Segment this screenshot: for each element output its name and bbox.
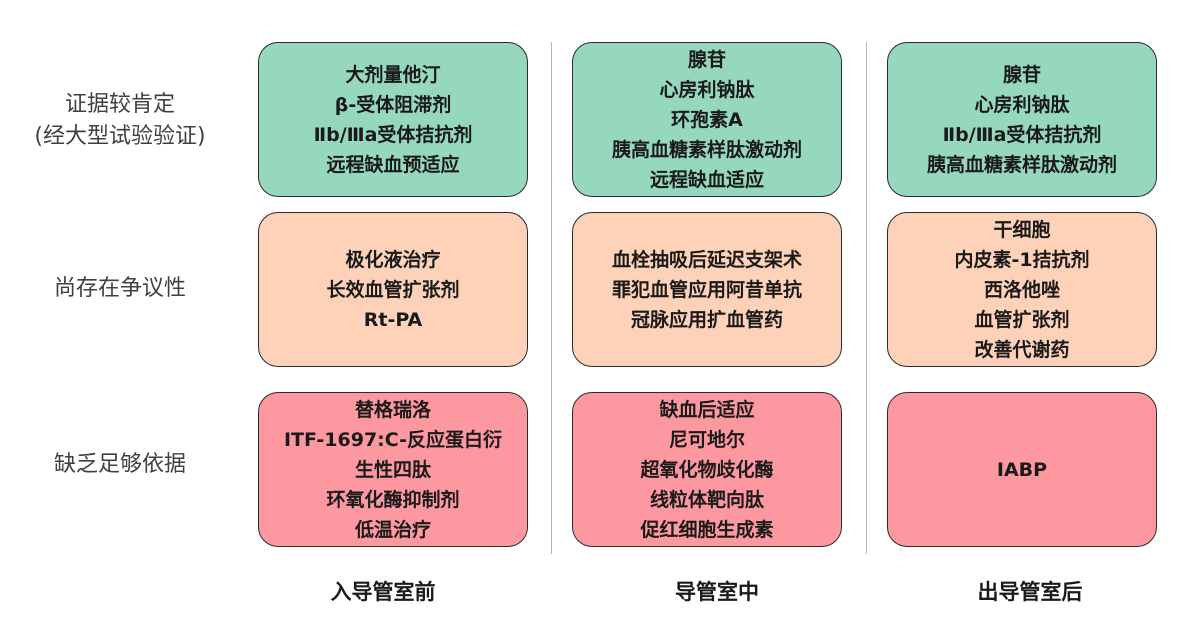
treatment-item: 替格瑞洛 (354, 398, 431, 421)
column-label-pre-cathlab: 入导管室前 (330, 580, 436, 604)
treatment-item: 远程缺血适应 (649, 168, 764, 191)
treatment-item: 心房利钠肽 (974, 93, 1070, 116)
treatment-item: 血栓抽吸后延迟支架术 (611, 248, 802, 271)
treatment-item: Rt-PA (363, 308, 423, 331)
treatment-item: 心房利钠肽 (659, 78, 755, 101)
treatment-item: Ⅱb/Ⅲa受体拮抗剂 (942, 123, 1102, 146)
cell-controversial-post-cathlab: 干细胞 内皮素-1拮抗剂 西洛他唑 血管扩张剂 改善代谢药 (887, 212, 1157, 367)
cell-insufficient-post-cathlab: IABP (887, 392, 1157, 547)
treatment-item: 促红细胞生成素 (640, 518, 774, 541)
treatment-item: ITF-1697:C-反应蛋白衍 (283, 428, 503, 451)
row-label-confirmed: 证据较肯定 (经大型试验验证) (0, 86, 240, 156)
treatment-item: 血管扩张剂 (974, 308, 1070, 331)
treatment-item: 胰高血糖素样肽激动剂 (926, 153, 1117, 176)
treatment-item: 生性四肽 (354, 458, 431, 481)
treatment-item: 罪犯血管应用阿昔单抗 (611, 278, 802, 301)
column-label-post-cathlab: 出导管室后 (977, 580, 1083, 604)
row-label-controversial: 尚存在争议性 (0, 270, 240, 308)
treatment-item: 缺血后适应 (659, 398, 755, 421)
treatment-item: 干细胞 (993, 218, 1051, 241)
cell-confirmed-post-cathlab: 腺苷 心房利钠肽 Ⅱb/Ⅲa受体拮抗剂 胰高血糖素样肽激动剂 (887, 42, 1157, 197)
column-label-in-cathlab: 导管室中 (675, 580, 759, 604)
column-divider (551, 42, 552, 554)
row-label-line: 尚存在争议性 (53, 276, 186, 301)
cell-insufficient-pre-cathlab: 替格瑞洛 ITF-1697:C-反应蛋白衍 生性四肽 环氧化酶抑制剂 低温治疗 (258, 392, 528, 547)
cell-controversial-pre-cathlab: 极化液治疗 长效血管扩张剂 Rt-PA (258, 212, 528, 367)
treatment-item: 线粒体靶向肽 (649, 488, 764, 511)
treatment-item: 西洛他唑 (983, 278, 1060, 301)
treatment-item: 冠脉应用扩血管药 (630, 308, 783, 331)
treatment-item: β-受体阻滞剂 (334, 93, 452, 116)
treatment-item: 环孢素A (671, 108, 743, 131)
row-label-insufficient: 缺乏足够依据 (0, 446, 240, 484)
treatment-item: 长效血管扩张剂 (326, 278, 460, 301)
column-divider (866, 42, 867, 554)
treatment-item: 极化液治疗 (345, 248, 441, 271)
row-label-line: (经大型试验验证) (34, 124, 206, 149)
row-label-line: 缺乏足够依据 (53, 452, 186, 477)
cell-insufficient-in-cathlab: 缺血后适应 尼可地尔 超氧化物歧化酶 线粒体靶向肽 促红细胞生成素 (572, 392, 842, 547)
cell-confirmed-in-cathlab: 腺苷 心房利钠肽 环孢素A 胰高血糖素样肽激动剂 远程缺血适应 (572, 42, 842, 197)
treatment-item: 低温治疗 (354, 518, 431, 541)
treatment-item: 超氧化物歧化酶 (640, 458, 774, 481)
cell-controversial-in-cathlab: 血栓抽吸后延迟支架术 罪犯血管应用阿昔单抗 冠脉应用扩血管药 (572, 212, 842, 367)
treatment-item: 胰高血糖素样肽激动剂 (611, 138, 802, 161)
treatment-item: 环氧化酶抑制剂 (326, 488, 460, 511)
treatment-item: 改善代谢药 (974, 338, 1070, 361)
treatment-item: 大剂量他汀 (345, 63, 441, 86)
treatment-item: IABP (996, 458, 1048, 481)
treatment-item: 腺苷 (1002, 63, 1041, 86)
treatment-item: Ⅱb/Ⅲa受体拮抗剂 (313, 123, 473, 146)
cell-confirmed-pre-cathlab: 大剂量他汀 β-受体阻滞剂 Ⅱb/Ⅲa受体拮抗剂 远程缺血预适应 (258, 42, 528, 197)
treatment-item: 内皮素-1拮抗剂 (954, 248, 1090, 271)
treatment-item: 腺苷 (687, 48, 726, 71)
treatment-item: 远程缺血预适应 (326, 153, 460, 176)
row-label-line: 证据较肯定 (64, 92, 175, 117)
treatment-item: 尼可地尔 (668, 428, 745, 451)
